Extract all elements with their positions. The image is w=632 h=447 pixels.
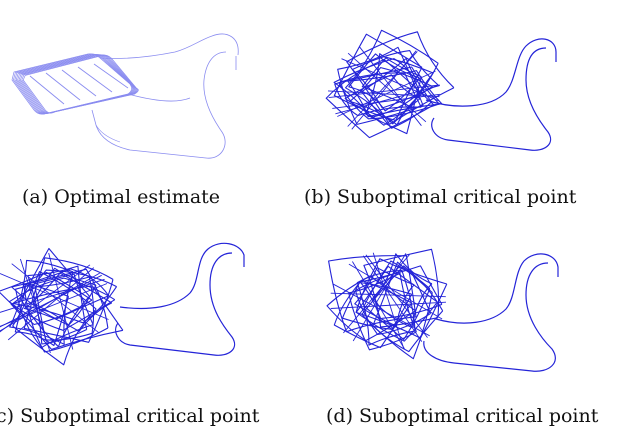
trajectory-loop	[17, 54, 136, 114]
figure-panel-c: c) Suboptimal critical point	[0, 223, 316, 447]
trajectory-lane	[45, 72, 81, 101]
trajectory-loop	[27, 265, 88, 345]
trajectory-loop	[20, 247, 90, 348]
trajectory-plot-b	[325, 29, 557, 151]
trajectory-segment	[348, 263, 443, 320]
trajectory-segment	[347, 51, 418, 127]
trajectory-segment	[341, 58, 439, 102]
figure-panel-a: (a) Optimal estimate	[0, 0, 316, 223]
caption-c: c) Suboptimal critical point	[0, 405, 260, 427]
trajectory-segment	[328, 84, 440, 99]
trajectory-segment	[332, 93, 440, 109]
trajectory-segment	[19, 258, 51, 354]
trajectory-loop	[15, 273, 94, 349]
trajectory-segment	[327, 90, 440, 98]
trajectory-loop	[333, 33, 423, 121]
trajectory-segment	[0, 264, 91, 333]
trajectory-tail-inner	[95, 124, 121, 143]
trajectory-plot-a	[11, 33, 239, 159]
trajectory-loop	[18, 54, 137, 114]
trajectory-segment	[335, 85, 440, 115]
trajectory-segment	[7, 267, 95, 341]
caption-a: (a) Optimal estimate	[22, 186, 221, 208]
trajectory-loop	[372, 253, 433, 328]
trajectory-lane	[77, 66, 113, 93]
trajectory-segment	[48, 252, 74, 350]
trajectory-plot-d	[326, 248, 559, 372]
caption-b: (b) Suboptimal critical point	[304, 186, 577, 208]
figure-panel-b: (b) Suboptimal critical point	[304, 0, 632, 223]
trajectory-segment	[333, 283, 430, 337]
trajectory-loop	[325, 58, 435, 139]
trajectory-segment	[0, 273, 109, 320]
trajectory-loop	[23, 257, 114, 343]
trajectory-segment	[330, 301, 447, 309]
trajectory-tail	[115, 242, 245, 356]
trajectory-segment	[365, 254, 428, 338]
trajectory-loop	[0, 271, 93, 326]
trajectory-loop	[333, 279, 413, 349]
trajectory-loop	[20, 54, 137, 114]
trajectory-loop	[34, 276, 95, 341]
trajectory-loop	[354, 267, 415, 327]
trajectory-loop	[23, 268, 109, 353]
trajectory-loop	[355, 258, 448, 339]
trajectory-segment	[343, 254, 410, 334]
trajectory-plot-c	[0, 242, 245, 366]
trajectory-loop	[15, 53, 135, 115]
trajectory-loop	[356, 269, 416, 346]
trajectory-segment	[330, 292, 446, 298]
trajectory-loop	[333, 58, 420, 118]
trajectory-segment	[352, 261, 405, 350]
trajectory-segment	[0, 278, 105, 313]
figure-panel-d: (d) Suboptimal critical point	[316, 223, 632, 447]
trajectory-tail	[91, 33, 239, 159]
trajectory-loop	[344, 74, 421, 126]
trajectory-lane	[61, 69, 97, 97]
trajectory-loop	[22, 54, 139, 114]
caption-d: (d) Suboptimal critical point	[326, 405, 599, 427]
trajectory-lane	[29, 75, 65, 105]
trajectory-segment	[362, 255, 423, 342]
trajectory-segment	[359, 46, 422, 126]
trajectory-segment	[372, 252, 405, 350]
trajectory-loop	[361, 57, 432, 129]
trajectory-segment	[0, 272, 100, 332]
trajectory-segment	[352, 253, 407, 342]
trajectory-tail	[425, 38, 557, 151]
trajectory-loop	[361, 265, 444, 353]
trajectory-lane	[93, 63, 129, 89]
trajectory-segment	[347, 52, 427, 123]
trajectory-tail	[423, 253, 559, 372]
